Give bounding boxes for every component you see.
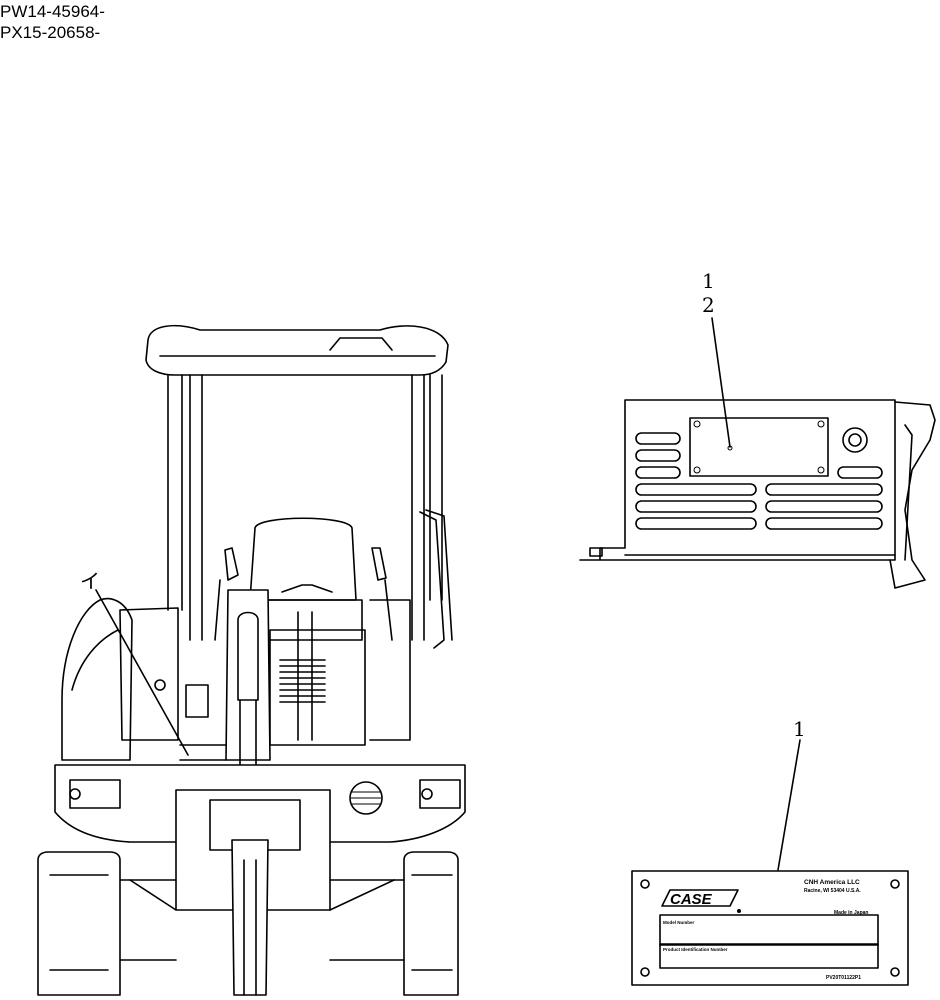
serial-number-range-1: PW14-45964- xyxy=(0,2,105,21)
plate-made-in: Made in Japan xyxy=(834,910,868,916)
machine-location-marker: イ xyxy=(80,569,100,593)
callout-part-1-top: 1 xyxy=(702,269,715,293)
plate-maker: CNH America LLC xyxy=(804,879,860,886)
plate-part-number: PV20T01122P1 xyxy=(826,975,861,981)
excavator-rear-view xyxy=(37,324,466,996)
plate-brand-logo: CASE xyxy=(670,891,713,908)
plate-model-label: Model Number xyxy=(663,920,695,925)
plate-address: Racine, WI 53404 U.S.A. xyxy=(804,888,861,894)
callout-part-2: 2 xyxy=(702,293,715,317)
panel-detail xyxy=(579,317,936,589)
plate-registered-mark xyxy=(737,909,741,913)
plate-pin-label: Product Identification Number xyxy=(663,947,728,952)
serial-number-range-2: PX15-20658- xyxy=(0,23,101,42)
callout-part-1-bottom: 1 xyxy=(793,717,806,741)
name-plate-detail xyxy=(631,739,909,986)
